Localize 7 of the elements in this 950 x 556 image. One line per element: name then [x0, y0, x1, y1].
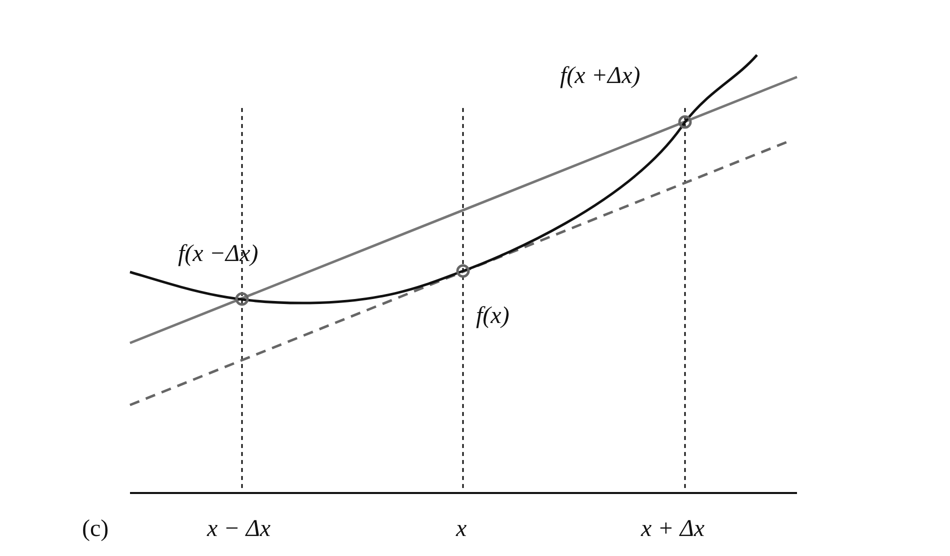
point-label: f(x +Δx) — [560, 62, 640, 90]
axis-label: x — [456, 515, 467, 543]
axis-label: x − Δx — [207, 515, 271, 543]
point-label: f(x) — [476, 302, 510, 330]
point-label: f(x −Δx) — [178, 240, 258, 268]
axis-label: x + Δx — [641, 515, 705, 543]
panel-label: (c) — [82, 515, 109, 543]
